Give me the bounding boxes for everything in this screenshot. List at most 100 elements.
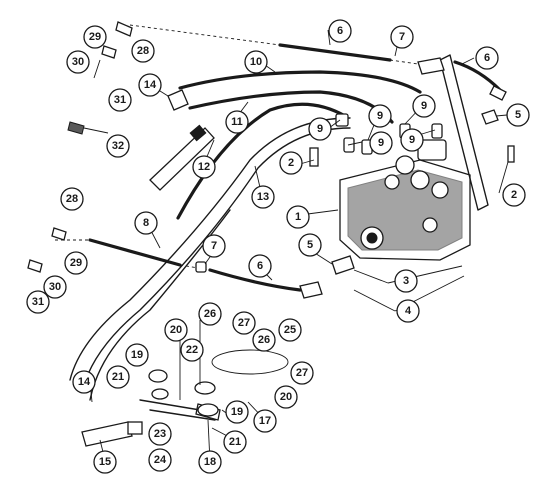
callout-number: 30 [49,281,61,293]
callout-17: 17 [253,409,277,433]
callout-14: 14 [138,73,162,97]
callout-number: 5 [515,109,521,121]
callout-circle [198,450,222,474]
callout-number: 4 [405,305,412,317]
callout-number: 20 [280,391,292,403]
callout-number: 7 [399,31,405,43]
callout-number: 10 [250,56,262,68]
callout-number: 24 [154,454,167,466]
callout-circle [198,302,222,326]
callout-27: 27 [290,361,314,385]
callout-25: 25 [278,318,302,342]
callout-number: 5 [307,239,313,251]
callout-number: 22 [186,344,198,356]
callout-13: 13 [251,185,275,209]
callout-12: 12 [192,155,216,179]
callout-19: 19 [125,343,149,367]
callout-circle [83,25,107,49]
callout-circle [180,338,204,362]
callout-circle [286,205,310,229]
callout-circle [475,46,499,70]
callout-8: 8 [134,211,158,235]
callout-circle [225,110,249,134]
callout-circle [64,251,88,275]
callout-number: 9 [317,123,323,135]
callout-15: 15 [93,450,117,474]
hose-10 [178,70,422,94]
callout-circle [279,151,303,175]
callout-29: 29 [64,251,88,275]
callout-1: 1 [286,205,310,229]
callout-circle [148,422,172,446]
callout-29: 29 [83,25,107,49]
callout-circle [72,370,96,394]
callout-number: 21 [112,371,124,383]
callout-14: 14 [72,370,96,394]
callout-circle [232,311,256,335]
callout-circle [202,234,226,258]
callout-number: 14 [144,79,157,91]
callout-circle [290,361,314,385]
callout-9: 9 [412,94,436,118]
callout-28: 28 [131,39,155,63]
callout-3: 3 [394,269,418,293]
callout-number: 6 [484,52,490,64]
callout-circle [125,343,149,367]
callout-number: 32 [112,140,124,152]
callout-circle [164,318,188,342]
callouts: 1 2 2 3 4 5 5 6 6 6 7 7 8 9 9 9 9 9 10 1… [26,19,530,474]
callout-number: 31 [114,94,126,106]
callout-circle [43,275,67,299]
callout-18: 18 [198,450,222,474]
callout-circle [106,134,130,158]
callout-number: 9 [378,137,384,149]
callout-circle [328,19,352,43]
callout-circle [138,73,162,97]
callout-9: 9 [368,104,392,128]
hose-6-mid [208,268,302,292]
callout-circle [252,328,276,352]
callout-number: 20 [170,324,182,336]
callout-circle [251,185,275,209]
callout-number: 27 [238,317,250,329]
callout-10: 10 [244,50,268,74]
callout-circle [66,50,90,74]
callout-4: 4 [396,299,420,323]
callout-circle [134,211,158,235]
callout-number: 6 [337,25,343,37]
callout-number: 11 [231,116,243,128]
callout-circle [253,409,277,433]
callout-number: 26 [258,334,270,346]
callout-24: 24 [148,448,172,472]
callout-9: 9 [308,117,332,141]
callout-20: 20 [164,318,188,342]
hose-8 [88,238,182,267]
callout-circle [223,430,247,454]
callout-9: 9 [369,131,393,155]
callout-number: 18 [204,456,216,468]
callout-31: 31 [26,290,50,314]
callout-21: 21 [223,430,247,454]
callout-number: 13 [257,191,269,203]
callout-number: 9 [409,134,415,146]
callout-circle [192,155,216,179]
callout-circle [394,269,418,293]
hose-6-top [278,43,392,62]
callout-number: 29 [70,257,82,269]
callout-number: 19 [231,406,243,418]
callout-26: 26 [252,328,276,352]
callout-28: 28 [60,187,84,211]
callout-30: 30 [43,275,67,299]
callout-number: 19 [131,349,143,361]
callout-7: 7 [390,25,414,49]
callout-26: 26 [198,302,222,326]
callout-circle [274,385,298,409]
callout-number: 3 [403,275,409,287]
callout-circle [244,50,268,74]
callout-number: 25 [284,324,296,336]
callout-number: 23 [154,428,166,440]
callout-9: 9 [400,128,424,152]
callout-22: 22 [180,338,204,362]
callout-6: 6 [248,254,272,278]
